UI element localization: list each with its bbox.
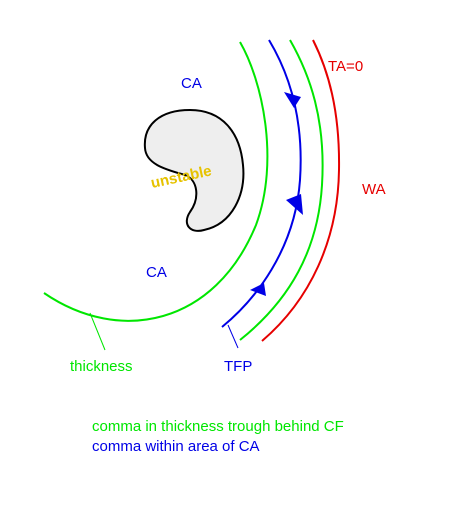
front-triangle-bottom xyxy=(250,283,266,296)
thickness-line-outer xyxy=(239,39,324,341)
cold-front-line xyxy=(221,39,302,328)
thickness-line-inner xyxy=(43,41,269,322)
tfp-label: TFP xyxy=(224,358,252,375)
ta-zero-label: TA=0 xyxy=(328,58,363,75)
front-triangle-middle xyxy=(286,194,303,215)
ca-label-bottom: CA xyxy=(146,264,167,281)
thickness-label: thickness xyxy=(70,358,133,375)
ta-zero-line xyxy=(261,39,341,342)
caption-line-2: comma within area of CA xyxy=(92,438,260,455)
tfp-leader-line xyxy=(227,324,239,349)
front-triangle-top xyxy=(284,92,301,108)
wa-label: WA xyxy=(362,181,386,198)
ca-label-top: CA xyxy=(181,75,202,92)
comma-cloud xyxy=(143,108,245,232)
thickness-leader-line xyxy=(89,312,106,351)
caption-line-1: comma in thickness trough behind CF xyxy=(92,418,344,435)
